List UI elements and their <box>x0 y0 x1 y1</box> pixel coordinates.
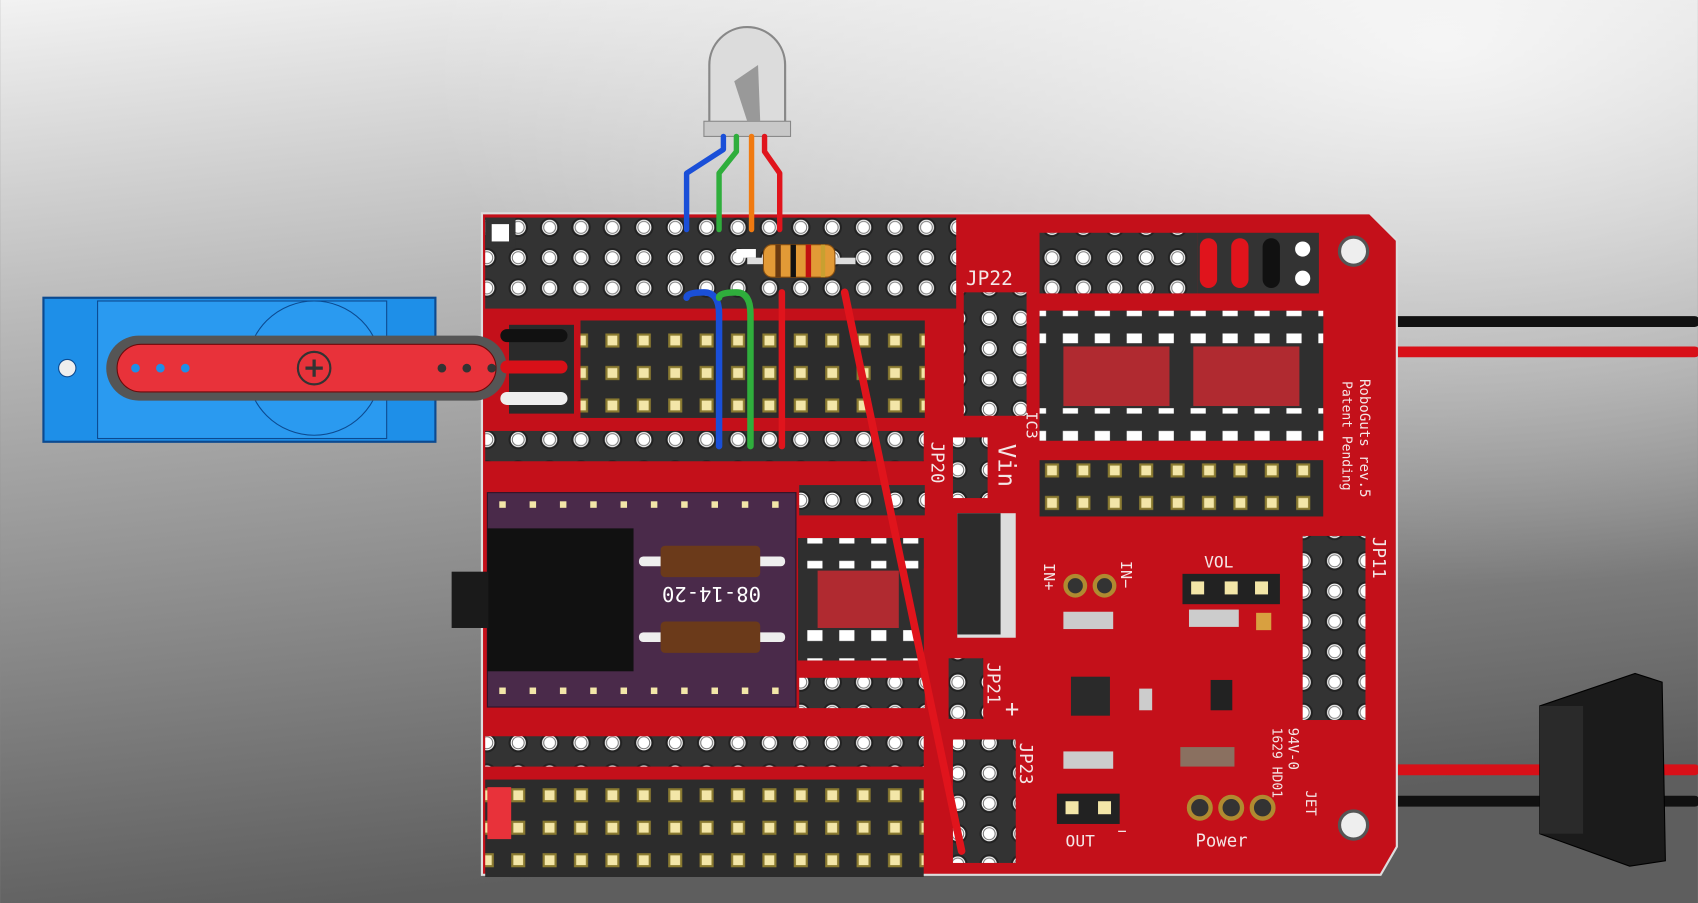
label-minus: − <box>1118 822 1127 840</box>
header-jp11 <box>1302 535 1366 721</box>
header-grid-lower <box>485 779 924 878</box>
jumper-red <box>1231 238 1249 289</box>
rgb-led <box>703 25 792 137</box>
label-date-code: 1629 HD01 <box>1268 728 1283 798</box>
led-marker <box>736 249 756 258</box>
jumper-headers <box>1039 460 1324 517</box>
resistor <box>638 545 786 578</box>
audio-module: 08-14-20 <box>451 492 797 708</box>
label-jp22: JP22 <box>966 267 1013 290</box>
ic-socket-small <box>798 538 924 661</box>
mount-hole <box>1337 235 1370 267</box>
label-in-plus: IN+ <box>1040 563 1058 590</box>
smd-components <box>1063 609 1272 769</box>
voltage-regulator <box>957 513 1016 638</box>
wire-red-long <box>840 288 966 855</box>
label-power: Power <box>1195 832 1247 852</box>
label-maker: JET <box>1302 790 1318 816</box>
jumper-black <box>1262 238 1280 289</box>
label-vin: Vin <box>992 444 1020 487</box>
proto-holes-lower <box>485 736 924 767</box>
proto-holes-middle <box>485 430 924 462</box>
label-ic3: IC3 <box>1023 411 1041 438</box>
amplifier-chip <box>1070 676 1110 716</box>
ic-socket-ic3 <box>1039 310 1324 441</box>
mount-hole <box>1337 809 1370 841</box>
power-cable-top <box>1342 316 1698 358</box>
header-top-right <box>1039 232 1198 294</box>
wire-blue-jumper <box>683 289 723 450</box>
wire-red-led <box>761 133 783 233</box>
wire-blue <box>683 133 727 233</box>
wire-green <box>716 133 740 233</box>
resistor <box>638 621 786 653</box>
resistor-led <box>747 244 856 278</box>
module-date-label: 08-14-20 <box>662 582 761 606</box>
wire-green-jumper <box>715 289 754 450</box>
label-rating: 94V-0 <box>1285 728 1301 770</box>
header-jp20 <box>952 437 988 499</box>
label-board-name: RoboGuts rev.5 <box>1356 379 1372 498</box>
audio-jack-barrel <box>451 571 489 628</box>
label-out: OUT <box>1066 832 1096 851</box>
header-jp22 <box>963 292 1027 416</box>
label-in-minus: IN− <box>1117 561 1135 588</box>
label-vol: VOL <box>1204 552 1234 571</box>
label-jp20: JP20 <box>926 442 946 484</box>
input-pads <box>1063 573 1117 598</box>
servo-motor <box>42 296 574 443</box>
audio-jack <box>487 528 634 672</box>
label-jp21: JP21 <box>983 663 1003 705</box>
label-patent: Patent Pending <box>1339 381 1354 490</box>
jumper-red <box>1199 238 1218 289</box>
label-jp23: JP23 <box>1015 743 1035 785</box>
label-jp11: JP11 <box>1368 537 1388 579</box>
header-jp21 <box>948 658 984 719</box>
label-plus: + <box>1005 695 1019 723</box>
power-pads <box>1186 794 1276 821</box>
